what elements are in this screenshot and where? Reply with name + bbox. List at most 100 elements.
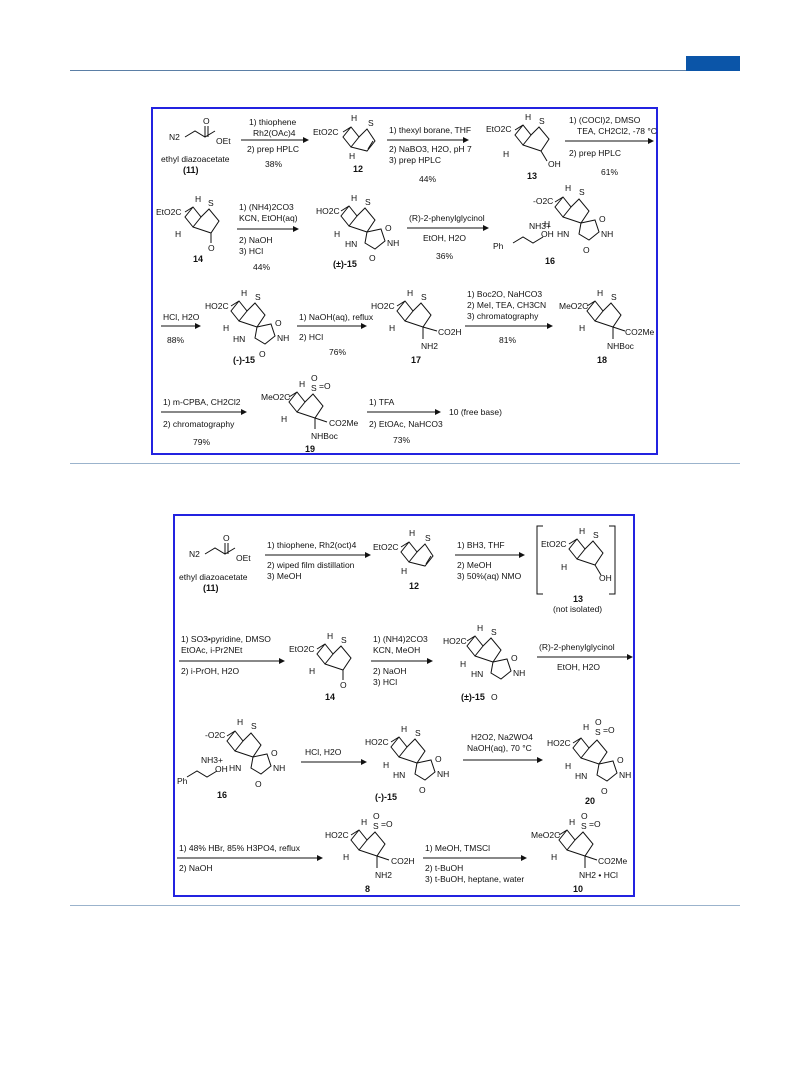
svg-text:CO2Me: CO2Me <box>625 327 655 337</box>
svg-text:16: 16 <box>217 790 227 800</box>
svg-text:O: O <box>369 253 376 263</box>
svg-text:(not isolated): (not isolated) <box>553 604 602 614</box>
svg-text:1) MeOH, TMSCl: 1) MeOH, TMSCl <box>425 843 490 853</box>
svg-text:NH: NH <box>387 238 399 248</box>
svg-text:1) TFA: 1) TFA <box>369 397 395 407</box>
svg-text:S: S <box>425 533 431 543</box>
ethyl-diazoacetate-structure: N2 O OEt ethyl diazoacetate (11) <box>161 116 231 175</box>
compound-20-structure: HO2C S =O O O NH HN O H H 20 <box>547 717 631 806</box>
svg-text:H: H <box>565 183 571 193</box>
svg-text:NH3+: NH3+ <box>529 221 551 231</box>
reaction-arrow-9: 1) m-CPBA, CH2Cl2 2) chromatography 79% <box>161 397 247 447</box>
compound-16-structure: -O2C S O NH HN O NH3+ Ph OH H H 16 <box>493 183 613 266</box>
svg-text:OH: OH <box>541 229 554 239</box>
svg-text:OH: OH <box>548 159 561 169</box>
svg-text:HO2C: HO2C <box>325 830 349 840</box>
svg-text:2) HCl: 2) HCl <box>299 332 323 342</box>
svg-text:1) SO3•pyridine, DMSO: 1) SO3•pyridine, DMSO <box>181 634 271 644</box>
compound-12-structure: EtO2C S H H 12 <box>313 113 376 174</box>
svg-text:NH: NH <box>513 668 525 678</box>
svg-text:88%: 88% <box>167 335 184 345</box>
svg-text:HN: HN <box>557 229 569 239</box>
svg-text:H: H <box>565 761 571 771</box>
svg-text:8: 8 <box>365 884 370 894</box>
svg-text:NH: NH <box>437 769 449 779</box>
svg-text:O: O <box>373 811 380 821</box>
svg-text:S: S <box>251 721 257 731</box>
svg-text:OH: OH <box>599 573 612 583</box>
svg-text:S: S <box>579 187 585 197</box>
svg-text:H: H <box>503 149 509 159</box>
ethyl-diazoacetate-structure-2: N2 O OEt ethyl diazoacetate (11) <box>179 533 251 593</box>
svg-text:H: H <box>551 852 557 862</box>
svg-text:2) NaOH: 2) NaOH <box>373 666 407 676</box>
svg-text:H: H <box>583 722 589 732</box>
svg-text:S: S <box>373 821 379 831</box>
svg-text:OH: OH <box>215 764 228 774</box>
svg-text:44%: 44% <box>419 174 436 184</box>
svg-text:KCN, MeOH: KCN, MeOH <box>373 645 420 655</box>
compound-14-structure-2: EtO2C S O H H 14 <box>289 631 352 702</box>
svg-text:13: 13 <box>527 171 537 181</box>
separator-1 <box>70 463 740 464</box>
reaction-arrow-8: 1) Boc2O, NaHCO3 2) MeI, TEA, CH3CN 3) c… <box>465 289 553 345</box>
compound-17-structure: HO2C S CO2H NH2 H H 17 <box>371 288 462 365</box>
header-tab <box>686 56 740 71</box>
svg-text:CO2H: CO2H <box>438 327 462 337</box>
svg-text:76%: 76% <box>329 347 346 357</box>
svg-text:S: S <box>421 292 427 302</box>
svg-text:O: O <box>208 243 215 253</box>
svg-text:H: H <box>175 229 181 239</box>
svg-text:2) prep HPLC: 2) prep HPLC <box>247 144 299 154</box>
svg-text:2) NaOH: 2) NaOH <box>179 863 213 873</box>
svg-text:73%: 73% <box>393 435 410 445</box>
svg-text:H: H <box>309 666 315 676</box>
svg-text:3) t-BuOH, heptane, water: 3) t-BuOH, heptane, water <box>425 874 524 884</box>
svg-text:81%: 81% <box>499 335 516 345</box>
svg-text:HO2C: HO2C <box>443 636 467 646</box>
reaction-arrow-5: (R)-2-phenylglycinol EtOH, H2O 36% <box>407 213 489 261</box>
compound-12-structure-2: EtO2C S H H 12 <box>373 528 434 591</box>
oet-label: OEt <box>216 136 231 146</box>
svg-text:HO2C: HO2C <box>371 301 395 311</box>
svg-text:S: S <box>415 728 421 738</box>
reaction-arrow-2-2: 1) BH3, THF 2) MeOH 3) 50%(aq) NMO <box>455 540 525 581</box>
svg-text:S: S <box>581 821 587 831</box>
reaction-arrow-2-3: 1) SO3•pyridine, DMSO EtOAc, i-Pr2NEt 2)… <box>179 634 285 676</box>
svg-text:HN: HN <box>233 334 245 344</box>
compound-19-structure: MeO2C S =O O CO2Me NHBoc H H 19 <box>261 373 359 454</box>
svg-text:3) chromatography: 3) chromatography <box>467 311 539 321</box>
svg-text:S: S <box>311 383 317 393</box>
svg-text:O: O <box>435 754 442 764</box>
svg-text:Ph: Ph <box>493 241 504 251</box>
separator-2 <box>70 905 740 906</box>
svg-text:EtO2C: EtO2C <box>486 124 512 134</box>
svg-text:H: H <box>460 659 466 669</box>
svg-text:2) t-BuOH: 2) t-BuOH <box>425 863 463 873</box>
svg-text:S: S <box>539 116 545 126</box>
svg-text:O: O <box>511 653 518 663</box>
svg-text:S: S <box>491 627 497 637</box>
svg-text:HO2C: HO2C <box>316 206 340 216</box>
svg-text:=O: =O <box>381 819 393 829</box>
svg-text:-O2C: -O2C <box>533 196 553 206</box>
svg-text:NH: NH <box>277 333 289 343</box>
reaction-arrow-1: 1) thiophene Rh2(OAc)4 2) prep HPLC 38% <box>241 117 309 169</box>
scheme-2-canvas: N2 O OEt ethyl diazoacetate (11) 1) thio… <box>177 525 633 894</box>
svg-text:12: 12 <box>353 164 363 174</box>
svg-text:H: H <box>401 566 407 576</box>
svg-text:EtOH, H2O: EtOH, H2O <box>423 233 466 243</box>
svg-text:1) thexyl borane, THF: 1) thexyl borane, THF <box>389 125 471 135</box>
svg-text:EtO2C: EtO2C <box>289 644 315 654</box>
svg-text:44%: 44% <box>253 262 270 272</box>
svg-text:EtOAc, i-Pr2NEt: EtOAc, i-Pr2NEt <box>181 645 243 655</box>
svg-text:(±)-15: (±)-15 <box>461 692 485 702</box>
svg-text:H: H <box>299 379 305 389</box>
svg-text:ethyl diazoacetate: ethyl diazoacetate <box>179 572 248 582</box>
svg-text:1) BH3, THF: 1) BH3, THF <box>457 540 505 550</box>
svg-text:HN: HN <box>393 770 405 780</box>
svg-text:NH2: NH2 <box>421 341 438 351</box>
compound-14-structure: EtO2C S O H H 14 <box>156 194 220 264</box>
reaction-arrow-2: 1) thexyl borane, THF 2) NaBO3, H2O, pH … <box>387 125 472 184</box>
svg-text:61%: 61% <box>601 167 618 177</box>
